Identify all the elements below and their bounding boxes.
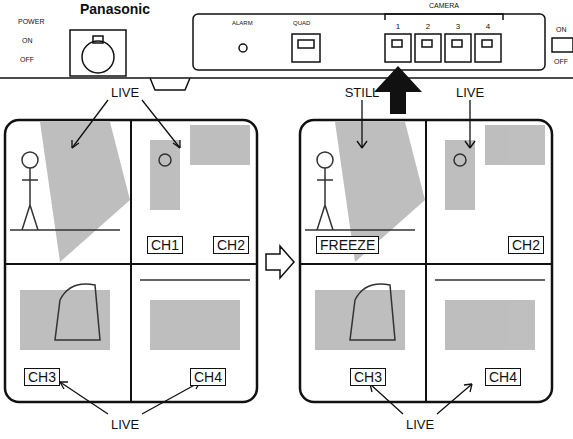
channel-tag: CH2 — [508, 236, 544, 254]
button-number: 4 — [486, 23, 490, 31]
switch-label: OFF — [20, 56, 34, 63]
mode-label: STILL — [345, 86, 380, 99]
channel-tag: CH1 — [147, 236, 183, 254]
switch-label: ON — [22, 37, 33, 44]
panel-label: QUAD — [293, 20, 310, 26]
channel-tag: CH2 — [213, 236, 249, 254]
mode-label: LIVE — [111, 86, 139, 99]
channel-tag: CH4 — [485, 368, 521, 386]
mode-label: LIVE — [406, 418, 434, 431]
brand-name: Panasonic — [80, 2, 150, 16]
channel-tag: CH4 — [190, 368, 226, 386]
mode-label: LIVE — [456, 86, 484, 99]
button-number: 3 — [456, 23, 460, 31]
button-number: 2 — [426, 23, 430, 31]
panel-label: ALARM — [232, 20, 253, 26]
switch-label: ON — [556, 26, 567, 33]
channel-tag: FREEZE — [316, 236, 379, 254]
channel-tag: CH3 — [350, 368, 386, 386]
button-number: 1 — [396, 23, 400, 31]
mode-label: LIVE — [111, 418, 139, 431]
panel-label: POWER — [18, 18, 44, 25]
channel-tag: CH3 — [24, 368, 60, 386]
panel-label: CAMERA — [427, 2, 461, 9]
switch-label: OFF — [554, 58, 568, 65]
